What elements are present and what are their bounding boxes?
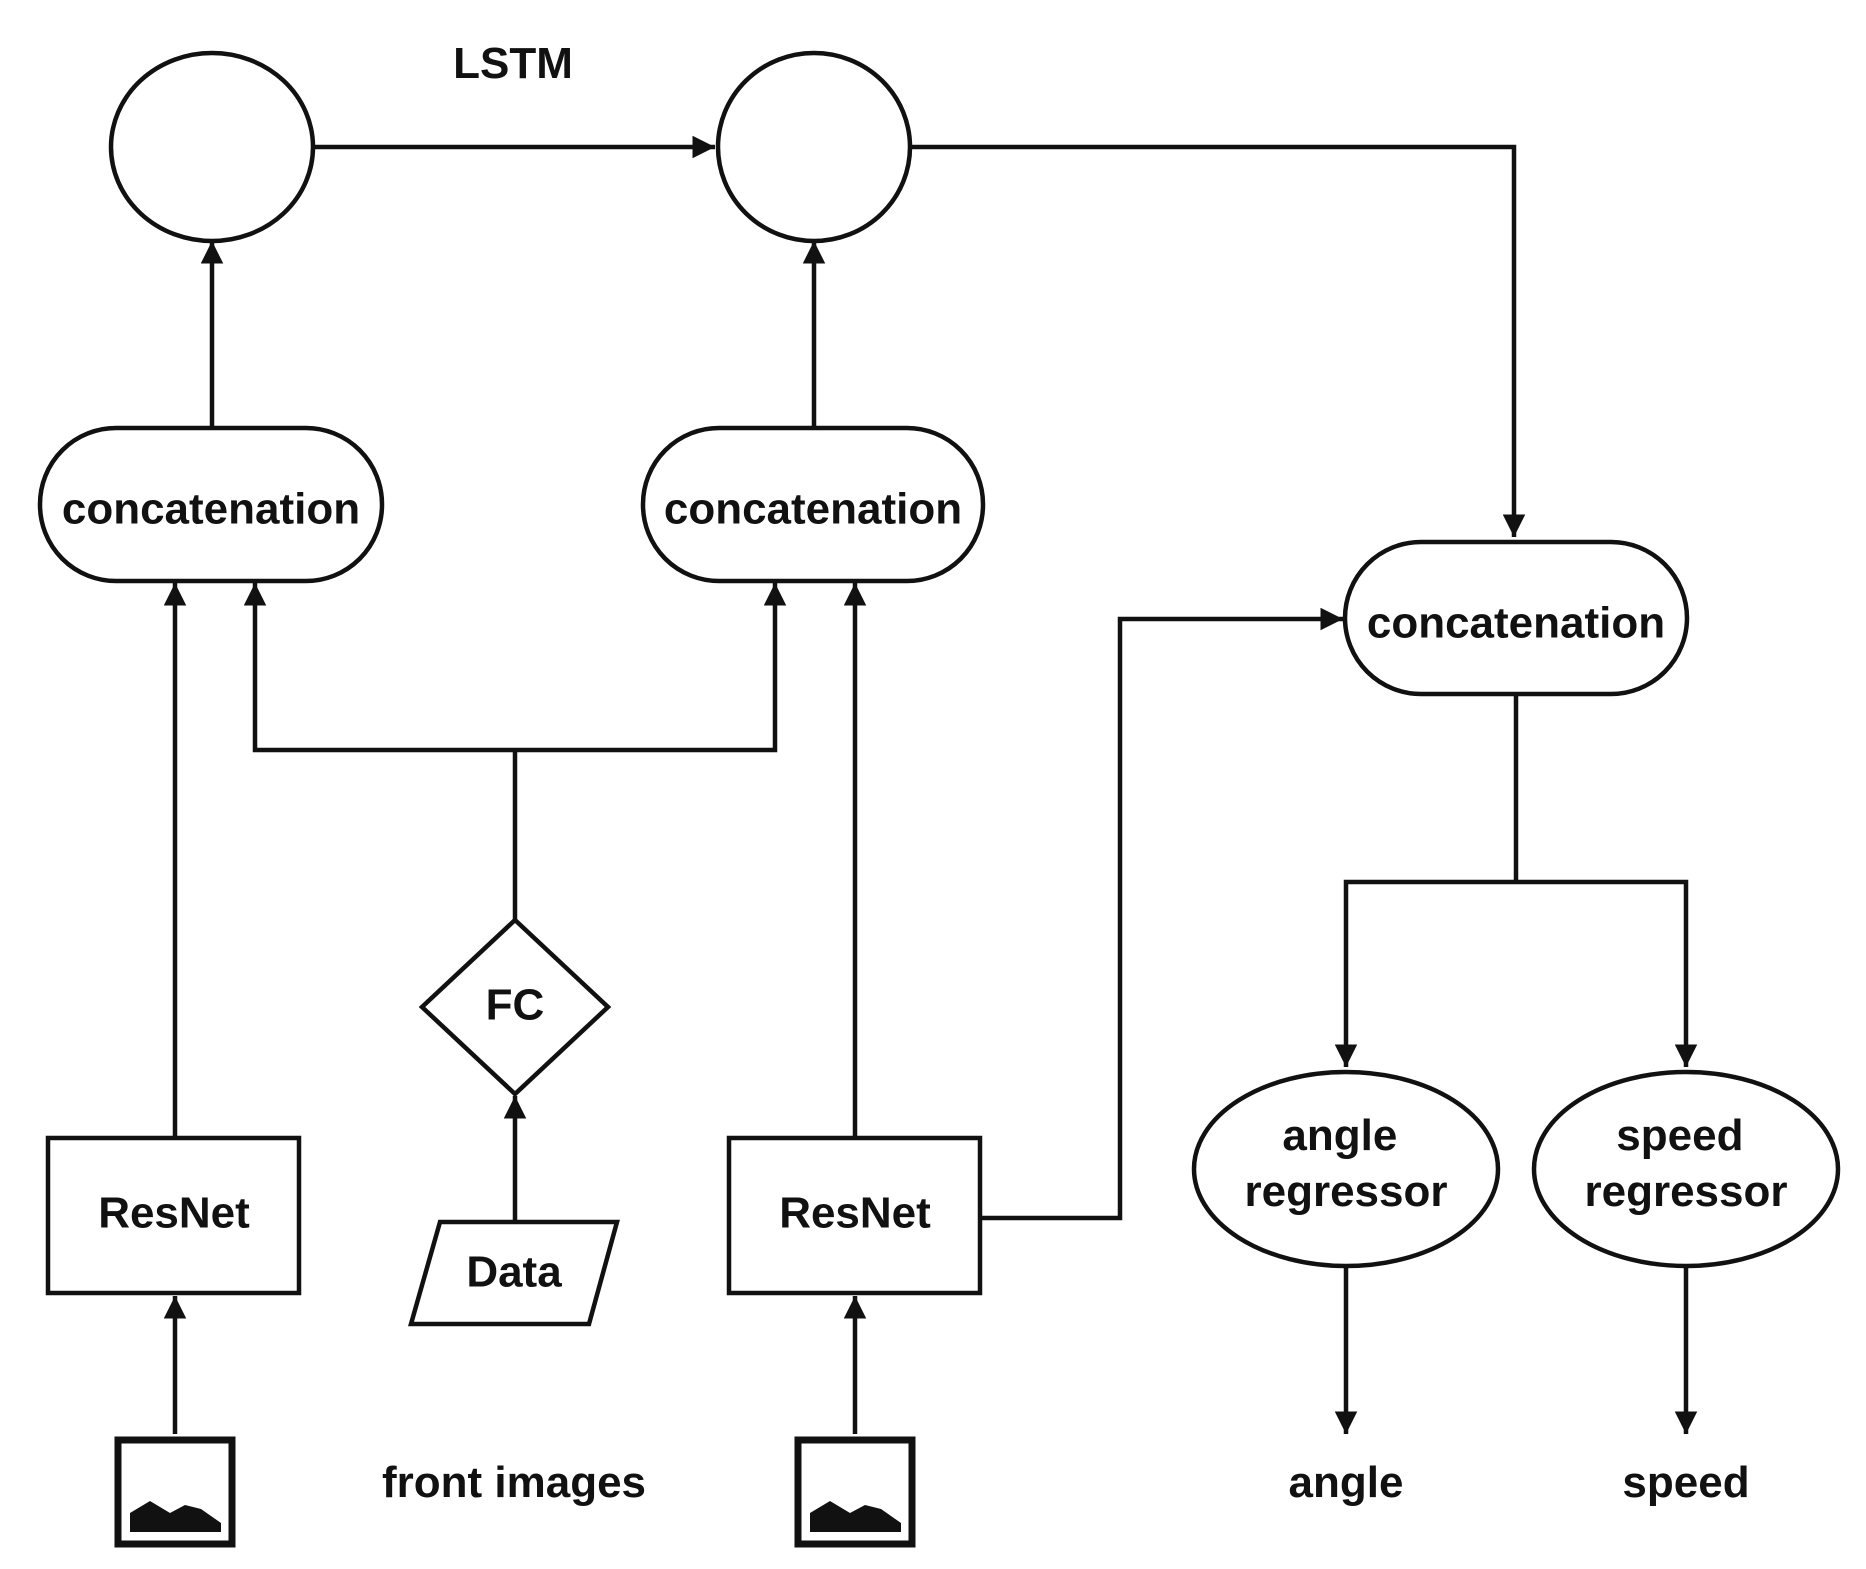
concat-node-right bbox=[1342, 539, 1690, 697]
angle-regressor-label: angle regressor bbox=[1244, 1111, 1447, 1216]
angle-regressor-line1: angle bbox=[1282, 1111, 1397, 1160]
arrow-lstm2-to-concat-right bbox=[910, 144, 1526, 537]
arrow-fc-to-concat-middle bbox=[515, 583, 787, 753]
concat-node-middle bbox=[640, 425, 986, 584]
resnet-left-label: ResNet bbox=[98, 1189, 250, 1238]
speed-regressor-line1: speed bbox=[1616, 1111, 1743, 1160]
data-label: Data bbox=[466, 1248, 562, 1297]
image-icon bbox=[794, 1436, 916, 1548]
output-angle-label: angle bbox=[1289, 1458, 1404, 1507]
fc-label: FC bbox=[486, 981, 545, 1030]
angle-regressor-line2: regressor bbox=[1244, 1167, 1447, 1216]
resnet-right-label: ResNet bbox=[779, 1189, 931, 1238]
output-speed-label: speed bbox=[1622, 1458, 1749, 1507]
arrow-resnet-right-to-concat-right bbox=[980, 607, 1343, 1221]
lstm-cell-1 bbox=[108, 50, 316, 244]
angle-regressor-node bbox=[1191, 1069, 1501, 1269]
concat-node-left bbox=[37, 425, 385, 584]
data-node bbox=[408, 1219, 620, 1327]
resnet-right-node bbox=[726, 1135, 983, 1296]
lstm-label: LSTM bbox=[453, 39, 573, 88]
front-images-label: front images bbox=[382, 1458, 646, 1507]
concat-left-label: concatenation bbox=[62, 485, 360, 534]
speed-regressor-label: speed regressor bbox=[1584, 1111, 1787, 1216]
speed-regressor-line2: regressor bbox=[1584, 1167, 1787, 1216]
resnet-left-node bbox=[45, 1135, 302, 1296]
concat-middle-label: concatenation bbox=[664, 485, 962, 534]
arrow-fc-to-concat-left bbox=[243, 583, 515, 753]
connectors bbox=[163, 135, 1698, 1434]
lstm-cell-2 bbox=[715, 50, 913, 244]
image-icon bbox=[114, 1436, 236, 1548]
arrow-to-speed-regressor bbox=[1516, 879, 1698, 1067]
arrow-to-angle-regressor bbox=[1334, 879, 1516, 1067]
speed-regressor-node bbox=[1531, 1069, 1841, 1269]
concat-right-label: concatenation bbox=[1367, 599, 1665, 648]
fc-node bbox=[418, 916, 612, 1098]
